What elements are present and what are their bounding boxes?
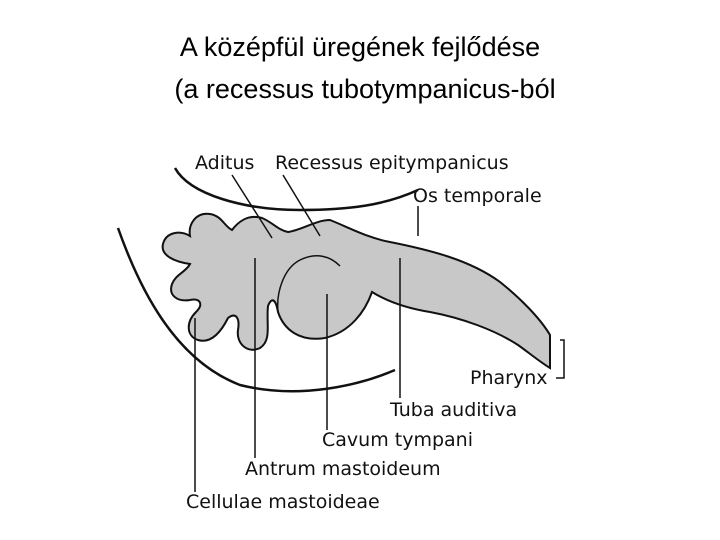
label-cellulae-mastoideae: Cellulae mastoideae: [186, 491, 380, 513]
label-antrum-mastoideum: Antrum mastoideum: [245, 458, 441, 480]
label-tuba-auditiva: Tuba auditiva: [389, 399, 517, 421]
recessus-leader: [283, 175, 320, 236]
label-os-temporale: Os temporale: [413, 185, 542, 207]
label-pharynx: Pharynx: [470, 367, 547, 389]
label-aditus: Aditus: [195, 152, 254, 174]
label-recessus-epitympanicus: Recessus epitympanicus: [275, 152, 509, 174]
tubotympanic-cavity: [163, 214, 550, 368]
pharynx-bracket: [556, 340, 564, 378]
os-temporale-outline: [175, 168, 418, 210]
label-cavum-tympani: Cavum tympani: [322, 429, 473, 451]
